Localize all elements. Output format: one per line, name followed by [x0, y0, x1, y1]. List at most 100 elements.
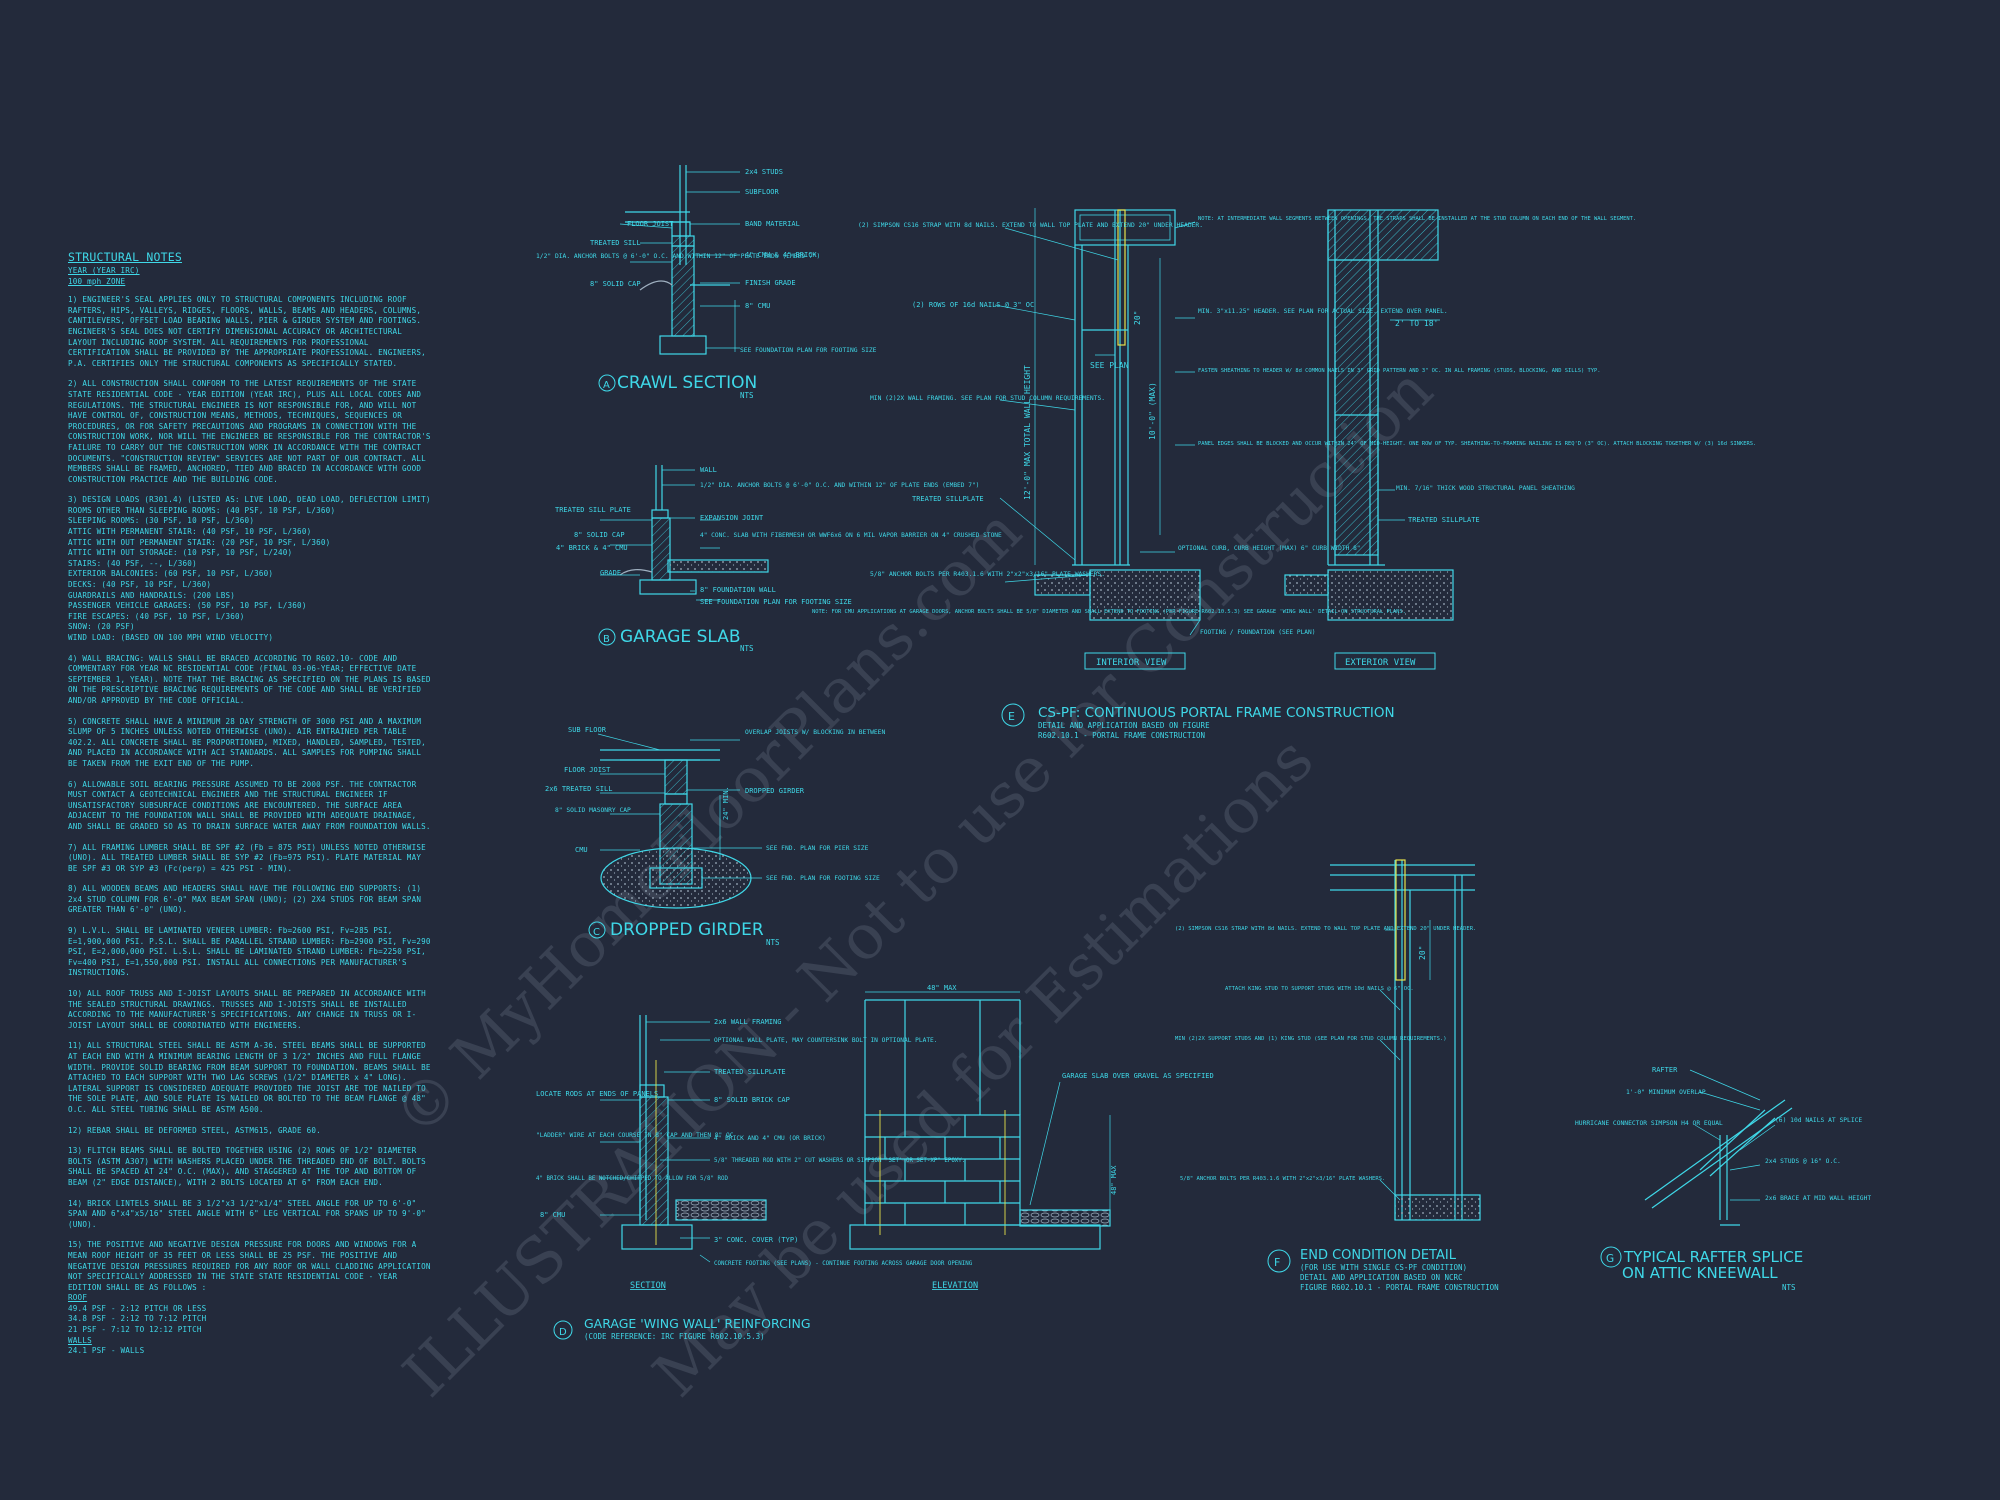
detail-f-sub3: FIGURE R602.10.1 - PORTAL FRAME CONSTRUC…: [1300, 1283, 1499, 1292]
detail-a-scale: NTS: [740, 391, 754, 400]
label-e-13: TREATED SILLPLATE: [1408, 516, 1480, 524]
label-d-1: OPTIONAL WALL PLATE, MAY COUNTERSINK BOL…: [714, 1037, 938, 1044]
label-e-14: 12'-0" MAX TOTAL WALL HEIGHT: [1023, 365, 1032, 500]
label-c-7: SEE FND. PLAN FOR PIER SIZE: [766, 845, 869, 852]
detail-e-letter: E: [1008, 710, 1015, 723]
label-c-0: SUB FLOOR: [568, 726, 607, 734]
label-f-1: ATTACH KING STUD TO SUPPORT STUDS WITH 1…: [1225, 986, 1414, 992]
label-g-5: 2x6 BRACE AT MID WALL HEIGHT: [1765, 1195, 1871, 1202]
label-f-2: MIN (2)2X SUPPORT STUDS AND (1) KING STU…: [1175, 1036, 1447, 1042]
walls-heading: WALLS: [68, 1335, 92, 1345]
label-e-18: 2' TO 18': [1395, 319, 1438, 328]
detail-f-title: END CONDITION DETAIL: [1300, 1248, 1457, 1263]
detail-b-marker: [598, 628, 616, 646]
detail-c-drawing: [600, 749, 752, 909]
detail-e-exterior-drawing: [1284, 209, 1454, 621]
label-c-1: OVERLAP JOISTS W/ BLOCKING IN BETWEEN: [745, 729, 885, 736]
note-6: 6) ALLOWABLE SOIL BEARING PRESSURE ASSUM…: [68, 779, 431, 831]
label-c-8: SEE FND. PLAN FOR FOOTING SIZE: [766, 875, 880, 882]
label-a-3: BAND MATERIAL: [745, 220, 800, 228]
label-e-11: FOOTING / FOUNDATION (SEE PLAN): [1200, 629, 1315, 636]
detail-c-title: DROPPED GIRDER: [610, 920, 764, 940]
label-c-4: DROPPED GIRDER: [745, 787, 805, 795]
detail-g-title-2: ON ATTIC KNEEWALL: [1622, 1264, 1778, 1282]
label-d-0: 2x6 WALL FRAMING: [714, 1018, 781, 1026]
detail-g: G TYPICAL RAFTER SPLICE ON ATTIC KNEEWAL…: [1575, 1066, 1871, 1292]
label-g-1: 1'-0" MINIMUM OVERLAP: [1626, 1089, 1706, 1096]
note-8: 8) ALL WOODEN BEAMS AND HEADERS SHALL HA…: [68, 884, 422, 915]
label-d-2: TREATED SILLPLATE: [714, 1068, 786, 1076]
label-d-10: 3" CONC. COVER (TYP): [714, 1236, 798, 1244]
label-a-9: 8" CMU: [745, 302, 770, 310]
label-g-4: 2x4 STUDS @ 16" O.C.: [1765, 1158, 1841, 1165]
detail-g-title-1: TYPICAL RAFTER SPLICE: [1623, 1248, 1803, 1266]
detail-d-elevation-drawing: [849, 999, 1111, 1250]
label-d-8: 5/8" THREADED ROD WITH 2" CUT WASHERS OR…: [714, 1158, 965, 1164]
detail-e-exterior-box: [1334, 652, 1436, 670]
roof-heading: ROOF: [68, 1293, 88, 1303]
label-e-8: FASTEN SHEATHING TO HEADER W/ 8d COMMON …: [1198, 368, 1600, 374]
label-b-4: 8" SOLID CAP: [574, 531, 625, 539]
note-12: 12) REBAR SHALL BE DEFORMED STEEL, ASTM6…: [68, 1125, 321, 1135]
detail-b-drawing: [619, 465, 769, 595]
note-4: 4) WALL BRACING: WALLS SHALL BE BRACED A…: [68, 653, 431, 705]
label-g-2: HURRICANE CONNECTOR SIMPSON H4 OR EQUAL: [1575, 1120, 1723, 1127]
label-d-6: 4" BRICK AND 4" CMU (OR BRICK): [714, 1135, 826, 1142]
label-c-3: 2x6 TREATED SILL: [545, 785, 612, 793]
detail-g-drawing: [1644, 1099, 1793, 1226]
detail-d-marker: [553, 1320, 573, 1340]
label-a-5: 1/2" DIA. ANCHOR BOLTS @ 6'-0" O.C. AND …: [536, 253, 820, 260]
label-b-0: WALL: [700, 466, 717, 474]
label-c-2: FLOOR JOIST: [564, 766, 611, 774]
detail-f-sub2: DETAIL AND APPLICATION BASED ON NCRC: [1300, 1273, 1463, 1282]
detail-g-scale: NTS: [1782, 1283, 1796, 1292]
detail-d: D GARAGE 'WING WALL' REINFORCING (CODE R…: [536, 984, 1214, 1341]
detail-b-title: GARAGE SLAB: [620, 627, 741, 647]
detail-e-interior-label: INTERIOR VIEW: [1096, 658, 1167, 668]
label-a-10: SEE FOUNDATION PLAN FOR FOOTING SIZE: [740, 347, 877, 354]
label-e-2: MIN (2)2X WALL FRAMING. SEE PLAN FOR STU…: [870, 395, 1105, 402]
label-a-4: TREATED SILL: [590, 239, 641, 247]
label-a-6: 8" SOLID CAP: [590, 280, 641, 288]
note-7: 7) ALL FRAMING LUMBER SHALL BE SPF #2 (F…: [68, 842, 426, 873]
label-f-3: 5/8" ANCHOR BOLTS PER R403.1.6 WITH 2"x2…: [1180, 1176, 1385, 1182]
label-e-9: PANEL EDGES SHALL BE BLOCKED AND OCCUR W…: [1198, 441, 1756, 447]
detail-c: C DROPPED GIRDER NTS SUB FLOOR OVERLAP J…: [545, 726, 885, 947]
detail-f: F END CONDITION DETAIL (FOR USE WITH SIN…: [1175, 926, 1499, 1292]
note-3-loads: 3) DESIGN LOADS (R301.4) (LISTED AS: LIV…: [68, 495, 431, 642]
label-b-8: 8" FOUNDATION WALL: [700, 586, 776, 594]
label-d-7: 4" BRICK SHALL BE NOTCHED/CHIPPED TO ALL…: [536, 1176, 728, 1182]
detail-g-marker: [1600, 1246, 1622, 1268]
label-g-3: (6) 10d NAILS AT SPLICE: [1775, 1117, 1862, 1124]
roof-pressures: 49.4 PSF - 2:12 PITCH OR LESS 34.8 PSF -…: [68, 1303, 207, 1335]
label-c-9: 24" MIN.: [722, 786, 730, 820]
label-b-7: GRADE: [600, 569, 621, 577]
label-e-6: NOTE: AT INTERMEDIATE WALL SEGMENTS BETW…: [1198, 216, 1636, 222]
detail-a-marker: [598, 374, 616, 392]
detail-a-letter: A: [603, 380, 610, 391]
note-14: 14) BRICK LINTELS SHALL BE 3 1/2"x3 1/2"…: [68, 1198, 426, 1229]
label-a-0: 2x4 STUDS: [745, 168, 783, 176]
detail-c-marker: [588, 921, 606, 939]
detail-c-scale: NTS: [766, 938, 780, 947]
detail-e-exterior-label: EXTERIOR VIEW: [1345, 658, 1416, 668]
note-10: 10) ALL ROOF TRUSS AND I-JOIST LAYOUTS S…: [68, 989, 426, 1030]
label-e-10: OPTIONAL CURB, CURB HEIGHT (MAX) 6" CURB…: [1178, 545, 1361, 552]
label-b-1: 1/2" DIA. ANCHOR BOLTS @ 6'-0" O.C. AND …: [700, 482, 979, 489]
note-13: 13) FLITCH BEAMS SHALL BE BOLTED TOGETHE…: [68, 1146, 426, 1187]
note-5: 5) CONCRETE SHALL HAVE A MINIMUM 28 DAY …: [68, 716, 426, 768]
detail-a-title: CRAWL SECTION: [617, 373, 757, 393]
detail-a-drawing: [625, 165, 730, 355]
detail-e: E CS-PF: CONTINUOUS PORTAL FRAME CONSTRU…: [812, 216, 1756, 740]
label-e-15: 10'-0" (MAX): [1148, 382, 1157, 440]
detail-d-elevation-label: ELEVATION: [932, 1281, 978, 1291]
label-b-3: EXPANSION JOINT: [700, 514, 764, 522]
detail-d-letter: D: [559, 1327, 567, 1338]
walls-pressure: 24.1 PSF - WALLS: [68, 1346, 145, 1356]
detail-f-letter: F: [1274, 1256, 1280, 1269]
label-d-5: "LADDER" WIRE AT EACH COURSE IN 8" CAP A…: [536, 1132, 734, 1139]
note-1: 1) ENGINEER'S SEAL APPLIES ONLY TO STRUC…: [68, 295, 426, 368]
watermark-line-2: ILLUSTRATION - Not to use for Constructi…: [389, 353, 1447, 1411]
label-e-3: TREATED SILLPLATE: [912, 495, 984, 503]
detail-d-title: GARAGE 'WING WALL' REINFORCING: [584, 1316, 811, 1331]
